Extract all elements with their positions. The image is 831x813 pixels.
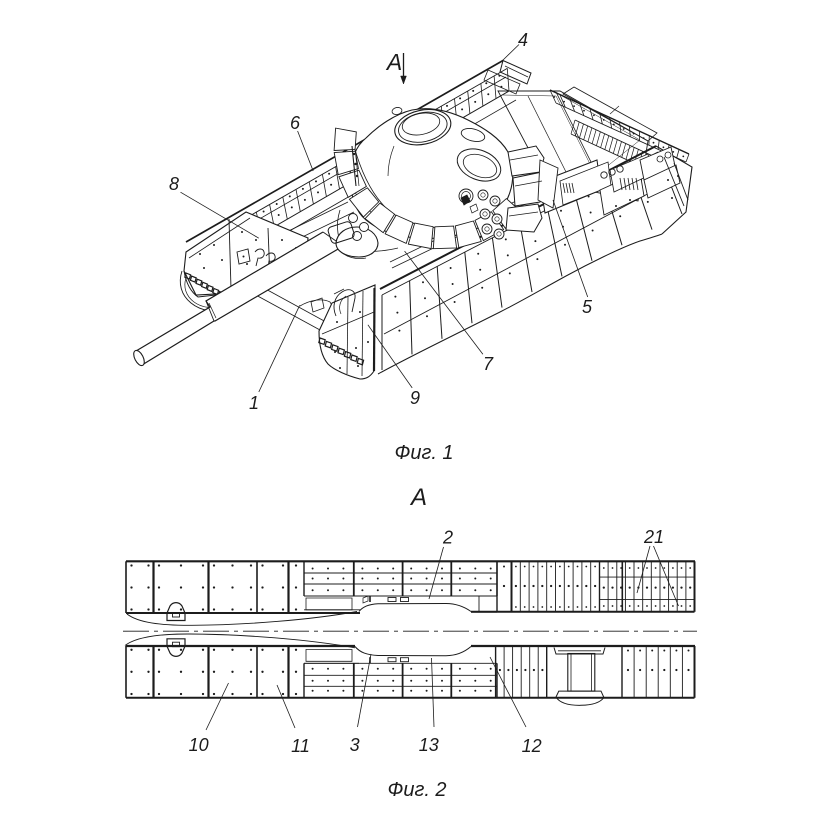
svg-text:А: А [385, 49, 402, 75]
svg-text:7: 7 [483, 354, 494, 374]
svg-text:Фиг. 2: Фиг. 2 [387, 779, 446, 801]
svg-text:11: 11 [291, 736, 310, 756]
svg-text:21: 21 [643, 527, 664, 547]
svg-text:А: А [409, 484, 427, 511]
svg-text:3: 3 [350, 735, 360, 755]
svg-text:1: 1 [249, 393, 259, 413]
svg-text:8: 8 [169, 174, 179, 194]
svg-text:9: 9 [410, 388, 420, 408]
svg-text:6: 6 [290, 113, 301, 133]
svg-text:12: 12 [522, 736, 542, 756]
svg-text:2: 2 [442, 528, 453, 548]
svg-text:10: 10 [189, 735, 209, 755]
svg-text:4: 4 [518, 30, 528, 50]
svg-text:Фиг. 1: Фиг. 1 [394, 442, 453, 464]
svg-text:5: 5 [582, 297, 593, 317]
svg-text:13: 13 [419, 735, 439, 755]
